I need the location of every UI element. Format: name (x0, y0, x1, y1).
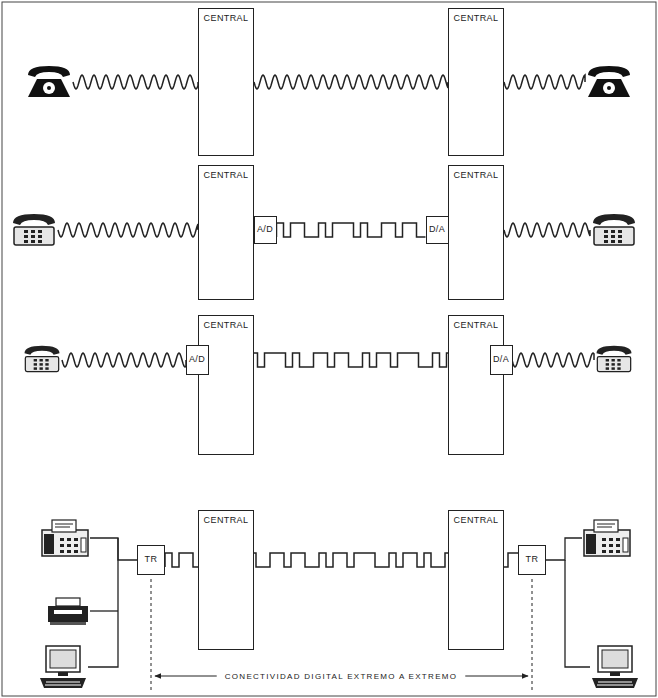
analog-wire (62, 353, 186, 367)
converter-box: D/A (426, 216, 449, 244)
node-label: TR (526, 555, 539, 565)
central-office-box: CENTRAL (198, 510, 254, 650)
node-label: TR (145, 555, 158, 565)
span-label: CONECTIVIDAD DIGITAL EXTREMO A EXTREMO (223, 672, 460, 681)
node-label: CENTRAL (454, 516, 499, 526)
printer (48, 598, 88, 625)
span-arrow (465, 676, 528, 677)
terminal-adapter-box: TR (518, 545, 546, 575)
central-office-box: CENTRAL (448, 315, 504, 455)
telephone (25, 346, 60, 372)
telephone (13, 214, 55, 245)
analog-signal (254, 75, 448, 89)
node-label: A/D (257, 225, 273, 235)
fax-phone (584, 520, 630, 556)
central-office-box: CENTRAL (448, 165, 504, 300)
node-label: CENTRAL (204, 171, 249, 181)
node-label: CENTRAL (204, 321, 249, 331)
telephone (593, 214, 635, 245)
telephone (588, 66, 630, 97)
telephone (28, 66, 70, 97)
analog-wire (504, 223, 590, 237)
span-arrow (155, 676, 217, 677)
central-office-box: CENTRAL (198, 315, 254, 455)
central-office-box: CENTRAL (198, 8, 254, 156)
central-office-box: CENTRAL (448, 8, 504, 156)
node-label: CENTRAL (204, 14, 249, 24)
analog-wire (504, 75, 585, 89)
converter-box: D/A (490, 345, 513, 375)
analog-wires (58, 75, 594, 367)
converter-box: A/D (186, 345, 209, 375)
terminal-wiring (88, 538, 590, 667)
computer (592, 646, 638, 688)
node-label: CENTRAL (454, 171, 499, 181)
computer (40, 646, 86, 688)
central-office-box: CENTRAL (198, 165, 254, 300)
analog-wire (512, 353, 594, 367)
node-label: A/D (189, 355, 205, 365)
terminal-adapter-box: TR (137, 545, 165, 575)
telephone (597, 346, 632, 372)
node-label: CENTRAL (454, 14, 499, 24)
converter-box: A/D (254, 216, 277, 244)
analog-wire (73, 75, 198, 89)
central-office-box: CENTRAL (448, 510, 504, 650)
fax-phone (42, 520, 88, 556)
analog-wire (58, 223, 198, 237)
node-label: CENTRAL (204, 516, 249, 526)
digital-signal (277, 223, 426, 237)
node-label: CENTRAL (454, 321, 499, 331)
node-label: D/A (429, 225, 445, 235)
node-label: D/A (493, 355, 509, 365)
